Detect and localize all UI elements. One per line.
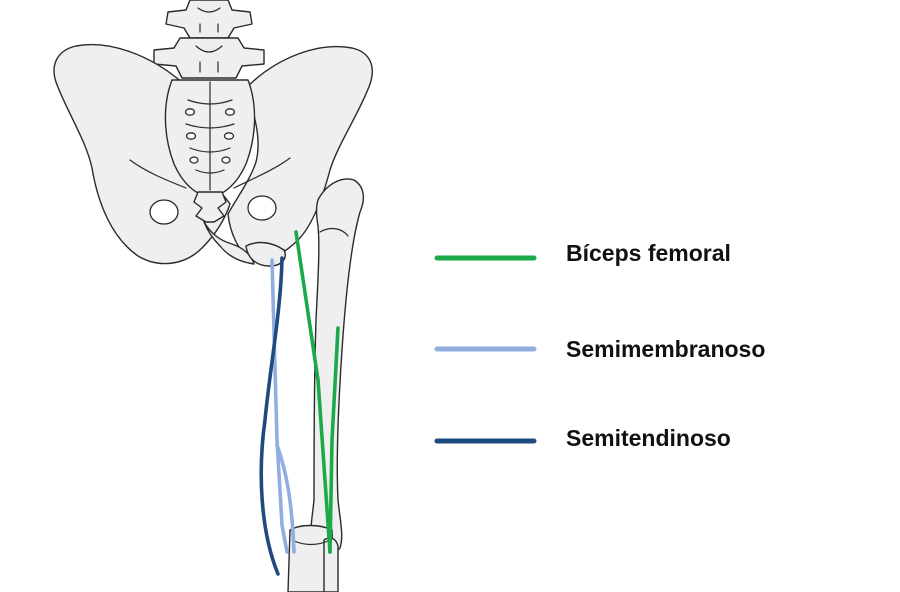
biceps-femoral-long-head	[294, 230, 332, 554]
lower-leg-bones	[287, 524, 339, 592]
legend-label-semitendinoso: Semitendinoso	[566, 425, 731, 451]
biceps-femoral-short-head	[328, 326, 340, 554]
pelvic-rim	[129, 157, 291, 189]
legend-label-semimembranoso: Semimembranoso	[566, 336, 766, 362]
sacrum	[164, 79, 256, 199]
coccyx	[193, 191, 227, 223]
obturator-foramen-left	[149, 199, 179, 225]
lumbar-vertebrae	[153, 0, 265, 79]
obturator-foramen-right	[247, 195, 277, 221]
semitendinoso-muscle	[259, 256, 284, 576]
pubic-arch	[203, 221, 255, 265]
semimembranoso-tendon	[275, 443, 296, 554]
legend-label-biceps-femoral: Bíceps femoral	[566, 240, 731, 266]
